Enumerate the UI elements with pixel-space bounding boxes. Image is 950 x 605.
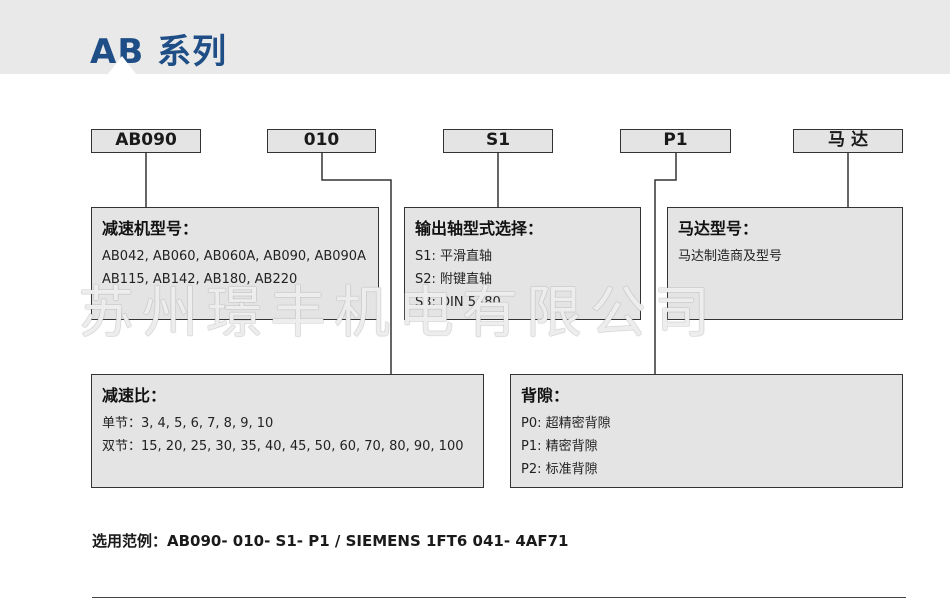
code-ratio: 010 <box>267 129 376 153</box>
code-backlash: P1 <box>620 129 731 153</box>
shaft-type-line: S2: 附键直轴 <box>415 272 493 287</box>
ratio-line: 单节：3, 4, 5, 6, 7, 8, 9, 10 <box>102 416 274 431</box>
motor-model-line: 马达制造商及型号 <box>678 249 783 264</box>
ratio-title: 减速比： <box>102 386 167 405</box>
shaft-type-line: S3: DIN 5480 <box>415 295 501 310</box>
connector-backlash <box>654 153 677 375</box>
connector-ratio <box>321 153 392 375</box>
title-notch <box>108 56 136 74</box>
code-motor: 马 达 <box>793 129 903 153</box>
ratio-line: 双节：15, 20, 25, 30, 35, 40, 45, 50, 60, 7… <box>102 439 464 454</box>
company-watermark: 苏州璟丰机电有限公司 <box>78 281 718 346</box>
motor-model-box: 马达型号： 马达制造商及型号 <box>667 207 903 320</box>
motor-model-title: 马达型号： <box>678 219 759 238</box>
backlash-line: P0: 超精密背隙 <box>521 416 611 431</box>
ratio-box: 减速比： 单节：3, 4, 5, 6, 7, 8, 9, 10 双节：15, 2… <box>91 374 484 488</box>
header-band <box>0 0 950 74</box>
code-model: AB090 <box>91 129 201 153</box>
shaft-type-title: 输出轴型式选择： <box>415 219 544 238</box>
selection-example: 选用范例：AB090- 010- S1- P1 / SIEMENS 1FT6 0… <box>92 532 569 550</box>
shaft-type-box: 输出轴型式选择： S1: 平滑直轴 S2: 附键直轴 S3: DIN 5480 <box>404 207 641 320</box>
code-shaft: S1 <box>443 129 553 153</box>
backlash-line: P2: 标准背隙 <box>521 462 598 477</box>
reducer-model-title: 减速机型号： <box>102 219 199 238</box>
reducer-model-line: AB042, AB060, AB060A, AB090, AB090A <box>102 249 366 264</box>
backlash-title: 背隙： <box>521 386 570 405</box>
reducer-model-line: AB115, AB142, AB180, AB220 <box>102 272 298 287</box>
shaft-type-line: S1: 平滑直轴 <box>415 249 493 264</box>
bottom-divider <box>92 597 906 598</box>
reducer-model-box: 减速机型号： AB042, AB060, AB060A, AB090, AB09… <box>91 207 379 320</box>
backlash-line: P1: 精密背隙 <box>521 439 598 454</box>
backlash-box: 背隙： P0: 超精密背隙 P1: 精密背隙 P2: 标准背隙 <box>510 374 903 488</box>
